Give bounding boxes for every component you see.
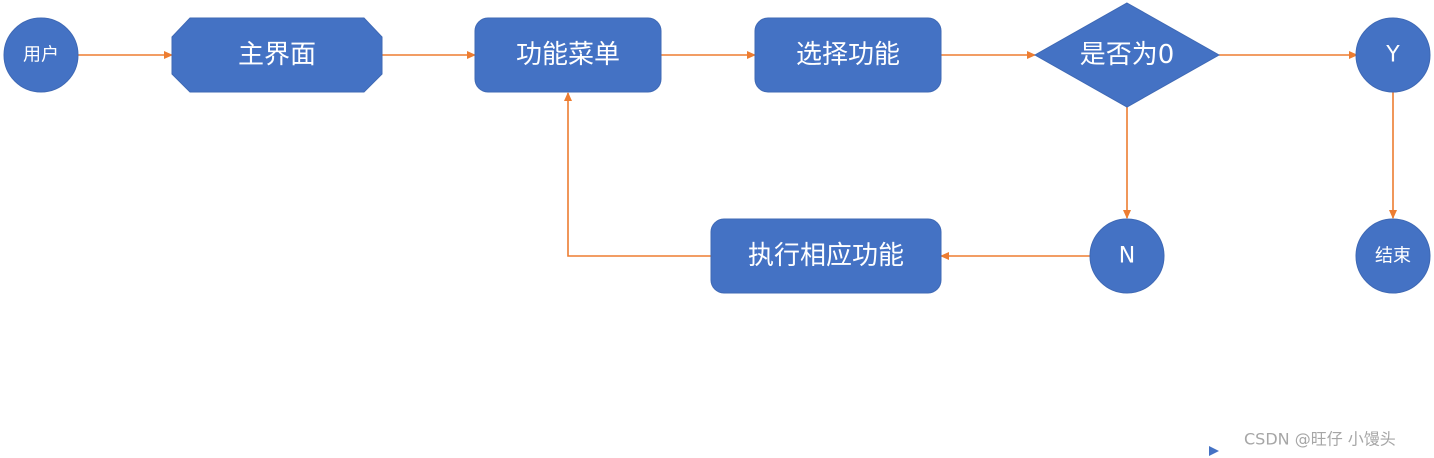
node-no: N	[1089, 218, 1165, 294]
node-main-screen: 主界面	[171, 17, 383, 93]
node-yes-shape	[1355, 17, 1431, 93]
node-select-function-shape	[754, 17, 942, 93]
node-select-function: 选择功能	[754, 17, 942, 93]
node-decision-label: 是否为0	[1080, 40, 1175, 70]
node-decision-shape	[1033, 2, 1221, 108]
node-execute-shape	[710, 218, 942, 294]
node-main-screen-label: 主界面	[238, 40, 316, 70]
node-main-screen-shape	[171, 17, 383, 93]
flow-edges	[78, 51, 1397, 260]
node-no-label: N	[1119, 244, 1135, 269]
node-yes-label: Y	[1385, 43, 1400, 68]
node-execute-label: 执行相应功能	[748, 241, 904, 271]
node-yes: Y	[1355, 17, 1431, 93]
node-function-menu-shape	[474, 17, 662, 93]
node-user-shape	[3, 17, 79, 93]
node-end-label: 结束	[1375, 246, 1411, 267]
node-user-label: 用户	[23, 45, 59, 66]
watermark: CSDN @旺仔 小馒头	[1209, 430, 1396, 456]
edge-execute-to-function-menu	[564, 92, 711, 257]
node-no-shape	[1089, 218, 1165, 294]
node-execute: 执行相应功能	[710, 218, 942, 294]
node-end: 结束	[1355, 218, 1431, 294]
node-end-shape	[1355, 218, 1431, 294]
node-decision: 是否为0	[1033, 2, 1221, 108]
watermark-arrow-icon	[1209, 446, 1219, 456]
watermark-text: CSDN @旺仔 小馒头	[1244, 430, 1396, 449]
node-function-menu: 功能菜单	[474, 17, 662, 93]
node-user: 用户	[3, 17, 79, 93]
node-select-function-label: 选择功能	[796, 40, 900, 70]
node-function-menu-label: 功能菜单	[516, 40, 620, 70]
